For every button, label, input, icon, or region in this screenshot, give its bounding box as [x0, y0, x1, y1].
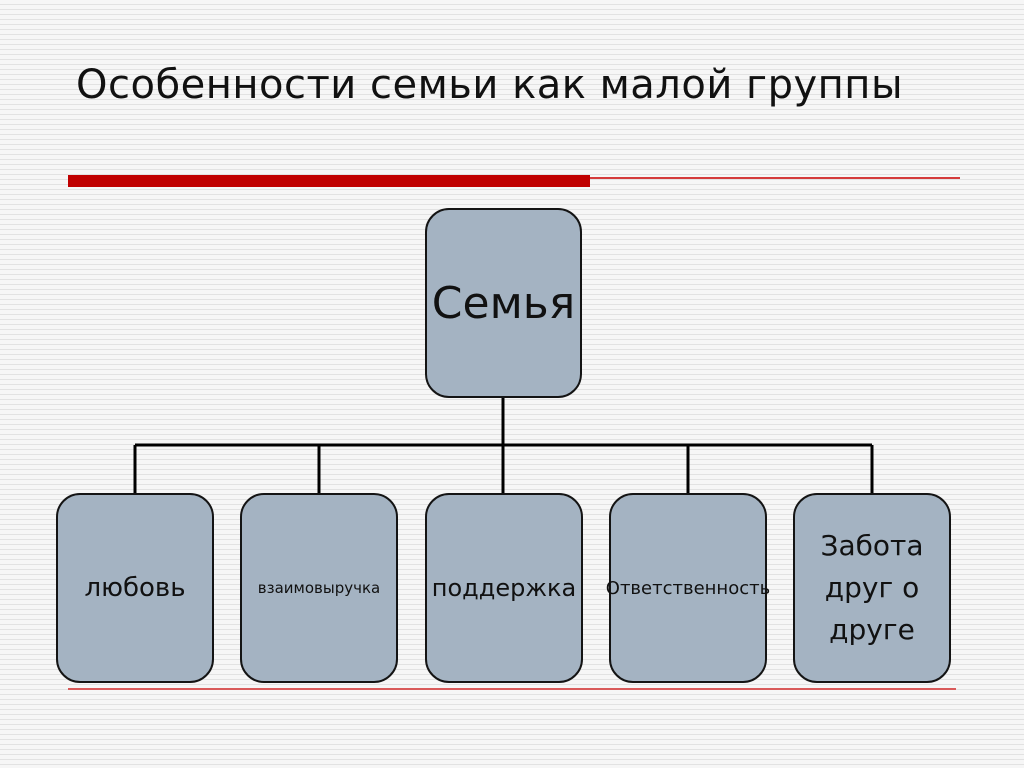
- node-root-family: Семья: [425, 208, 582, 398]
- node-support-label: поддержка: [431, 574, 577, 602]
- node-love: любовь: [56, 493, 214, 683]
- node-responsibility: Ответственность: [605, 493, 771, 683]
- node-mutual-aid: взаимовыручка: [240, 493, 398, 683]
- node-mutual-aid-label: взаимовыручка: [257, 579, 381, 597]
- node-responsibility-label: Ответственность: [605, 577, 771, 599]
- node-root-label: Семья: [431, 277, 576, 329]
- node-love-label: любовь: [84, 573, 186, 603]
- slide-title: Особенности семьи как малой группы: [76, 62, 904, 108]
- title-underline-thin: [590, 177, 960, 179]
- node-care: Забота друг о друге: [793, 493, 951, 683]
- node-support: поддержка: [425, 493, 583, 683]
- node-care-label: Забота друг о друге: [820, 529, 924, 646]
- title-underline-thick: [68, 175, 590, 187]
- bottom-rule: [68, 688, 956, 690]
